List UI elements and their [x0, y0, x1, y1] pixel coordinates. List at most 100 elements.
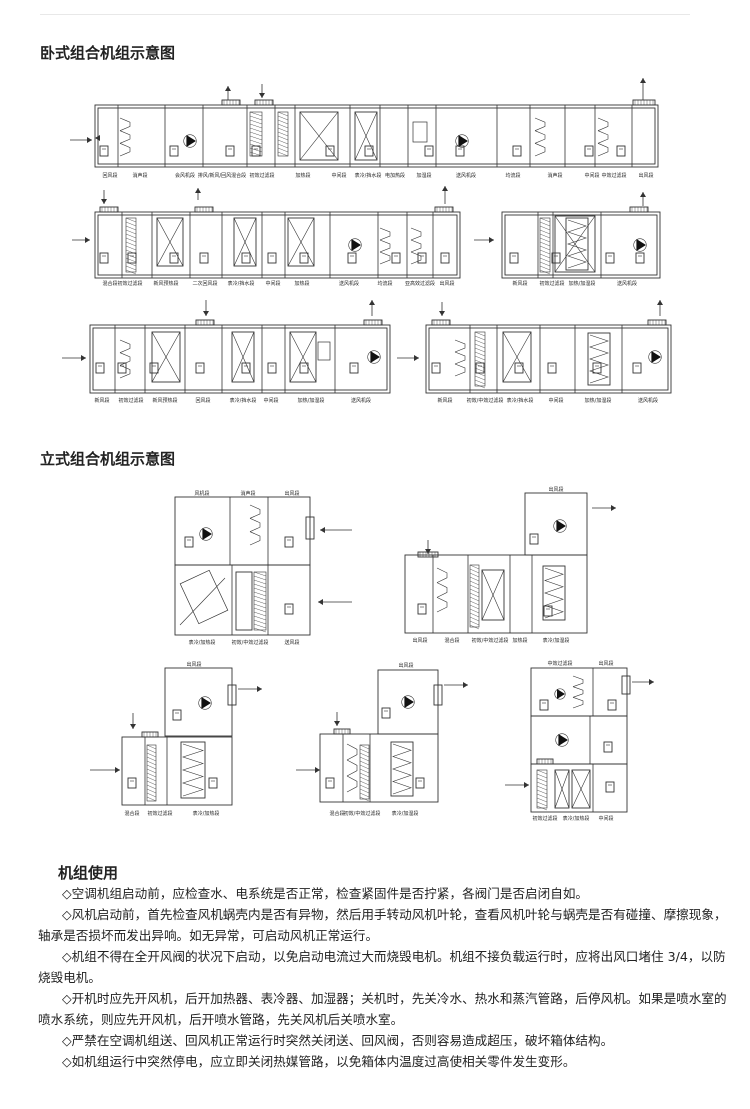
coil-icon	[179, 577, 226, 626]
filter-icon	[536, 797, 548, 803]
silencer-baffle-icon	[597, 117, 609, 131]
usage-paragraph: ◇机组不得在全开风阀的状况下启动，以免启动电流过大而烧毁电机。机组不接负载运行时…	[38, 949, 726, 985]
filter-icon	[359, 760, 370, 766]
silencer-baffle-icon	[454, 363, 466, 377]
section-label: 混合段	[444, 637, 459, 644]
silencer-baffle-icon	[410, 251, 422, 265]
coil-icon	[156, 217, 184, 267]
airflow-arrow-icon	[259, 93, 265, 98]
section-label: 出风段	[598, 660, 613, 667]
filter-icon	[125, 229, 137, 235]
silencer-baffle-icon	[436, 582, 448, 598]
filter-icon	[539, 249, 551, 255]
section-label: 中间段	[584, 172, 599, 179]
filter-icon	[253, 583, 267, 589]
airflow-arrow-icon	[369, 300, 375, 305]
section-label: 初效过滤段	[118, 397, 143, 404]
humidifier-frame	[390, 741, 414, 797]
silencer-baffle-icon	[597, 130, 609, 144]
section-label: 初效/中效过滤段	[472, 637, 509, 644]
filter-icon	[146, 748, 157, 754]
unit-casing	[530, 715, 628, 765]
fan-housing-icon	[648, 350, 662, 364]
unit-inner-casing	[428, 327, 669, 391]
access-door-icon	[584, 145, 594, 157]
filter-icon	[125, 233, 137, 239]
filter-icon	[253, 623, 267, 629]
filter-icon	[474, 339, 486, 345]
section-label: 表冷/加湿段	[543, 637, 570, 644]
airflow-arrow-icon	[195, 188, 201, 193]
filter-icon	[359, 788, 370, 794]
section-label: 表冷/加热段	[563, 815, 590, 822]
airflow-arrow-icon	[611, 505, 616, 511]
filter-icon	[469, 568, 480, 574]
silencer-baffle-icon	[346, 743, 358, 761]
filter-icon	[474, 343, 486, 349]
filter-icon	[469, 580, 480, 586]
section-label: 初效过滤段	[532, 815, 557, 822]
coil-icon	[554, 215, 596, 273]
section-label: 中间段	[548, 397, 563, 404]
fan-housing-icon	[455, 134, 469, 148]
fan-icon	[186, 135, 196, 147]
filter-icon	[359, 764, 370, 770]
humidifier-icon	[567, 219, 587, 269]
fan-housing-icon	[198, 696, 212, 710]
filter-icon	[146, 760, 157, 766]
access-door-icon	[325, 145, 335, 157]
access-door-icon	[603, 741, 613, 753]
airflow-arrow-icon	[203, 311, 209, 316]
filter-frame	[235, 571, 253, 631]
access-door-icon	[208, 777, 218, 789]
access-door-icon	[299, 252, 309, 264]
section-label: 表冷/加热段	[189, 639, 216, 646]
access-door-icon	[475, 362, 485, 374]
filter-icon	[359, 752, 370, 758]
section-label: 初效过滤段	[147, 810, 172, 817]
filter-icon	[539, 217, 551, 223]
airflow-arrow-icon	[130, 724, 136, 729]
fan-icon	[556, 520, 566, 532]
access-door-icon	[529, 533, 539, 545]
filter-icon	[359, 768, 370, 774]
fan-icon	[201, 697, 211, 709]
horizontal-units-title: 卧式组合机组示意图	[40, 44, 176, 62]
unit-casing	[94, 211, 461, 279]
airflow-arrow-icon	[115, 767, 120, 773]
coil-icon	[554, 769, 570, 809]
filter-icon	[249, 131, 263, 137]
filter-icon	[249, 135, 263, 141]
access-door-icon	[267, 252, 277, 264]
humidifier-icon	[317, 341, 331, 361]
section-label: 回风段	[195, 397, 210, 404]
unit-casing	[530, 667, 628, 717]
section-label: 送风机段	[456, 172, 476, 179]
airflow-arrow-icon	[334, 721, 340, 726]
silencer-baffle-icon	[572, 675, 584, 687]
filter-icon	[253, 603, 267, 609]
silencer-baffle-icon	[572, 697, 584, 709]
fan-housing-icon	[199, 527, 213, 541]
access-door-icon	[616, 145, 626, 157]
section-label: 加热段	[295, 172, 310, 179]
access-door-icon	[347, 252, 357, 264]
unit-inner-casing	[97, 107, 656, 165]
humidifier-frame	[180, 741, 206, 799]
usage-text: ◇空调机组启动前，应检查水、电系统是否正常，检查紧固件是否拧紧，各阀门是否启闭自…	[38, 883, 728, 1072]
access-door-icon	[415, 777, 425, 789]
filter-icon	[474, 351, 486, 357]
section-label: 均流段	[377, 280, 392, 287]
section-label: 中效过滤段	[547, 660, 572, 667]
fan-icon	[370, 351, 380, 363]
unit-inner-casing	[92, 327, 388, 391]
fan-housing-icon	[553, 519, 567, 533]
top-divider	[40, 14, 690, 15]
access-door-icon	[455, 145, 465, 157]
filter-icon	[359, 748, 370, 754]
filter-icon	[249, 123, 263, 129]
section-label: 初效过滤段	[117, 280, 142, 287]
filter-icon	[277, 115, 289, 121]
vertical-units-title: 立式组合机组示意图	[40, 450, 176, 468]
humidifier-frame	[565, 217, 589, 271]
